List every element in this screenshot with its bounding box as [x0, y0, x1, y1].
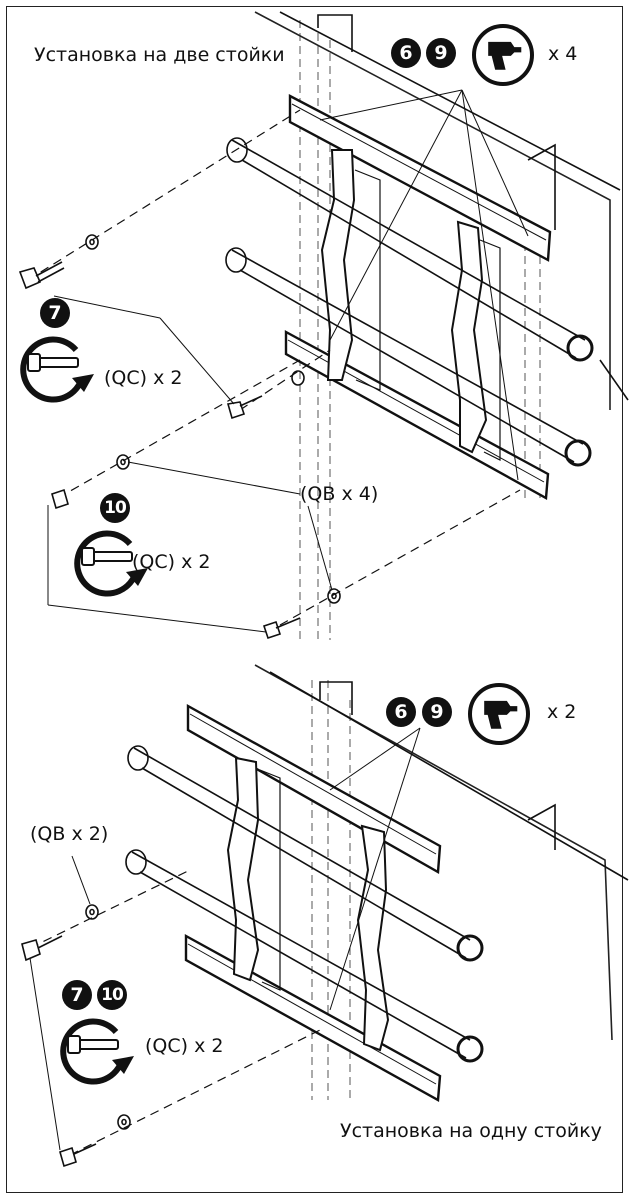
wrench-rotate-icon — [14, 330, 104, 410]
wrench-quantity-2: (QC) x 2 — [132, 551, 211, 573]
wrench-quantity-bottom: (QC) x 2 — [145, 1035, 224, 1057]
step-badge-9-bottom: 9 — [422, 697, 452, 727]
bottom-assembly — [21, 664, 629, 1168]
top-assembly — [18, 11, 629, 640]
drill-icon — [472, 24, 534, 86]
step-badge-6-bottom: 6 — [386, 697, 416, 727]
step-badge-10: 10 — [100, 493, 130, 523]
drill-quantity-bottom: x 2 — [547, 701, 577, 723]
washer-quantity-bottom: (QB x 2) — [30, 823, 109, 845]
step-badge-9: 9 — [426, 38, 456, 68]
wrench-quantity-1: (QC) x 2 — [104, 367, 183, 389]
wrench-rotate-icon — [54, 1012, 144, 1092]
two-stud-title: Установка на две стойки — [34, 44, 285, 66]
bottom-wall-stud-lines — [311, 680, 351, 1100]
one-stud-title: Установка на одну стойку — [340, 1120, 602, 1142]
step-badge-6: 6 — [391, 38, 421, 68]
step-badge-10-bottom: 10 — [97, 980, 127, 1010]
drill-icon — [468, 683, 530, 745]
washer-quantity-top: (QB x 4) — [300, 483, 379, 505]
step-badge-7: 7 — [40, 298, 70, 328]
step-badge-7-bottom: 7 — [62, 980, 92, 1010]
drill-quantity: x 4 — [548, 43, 578, 65]
